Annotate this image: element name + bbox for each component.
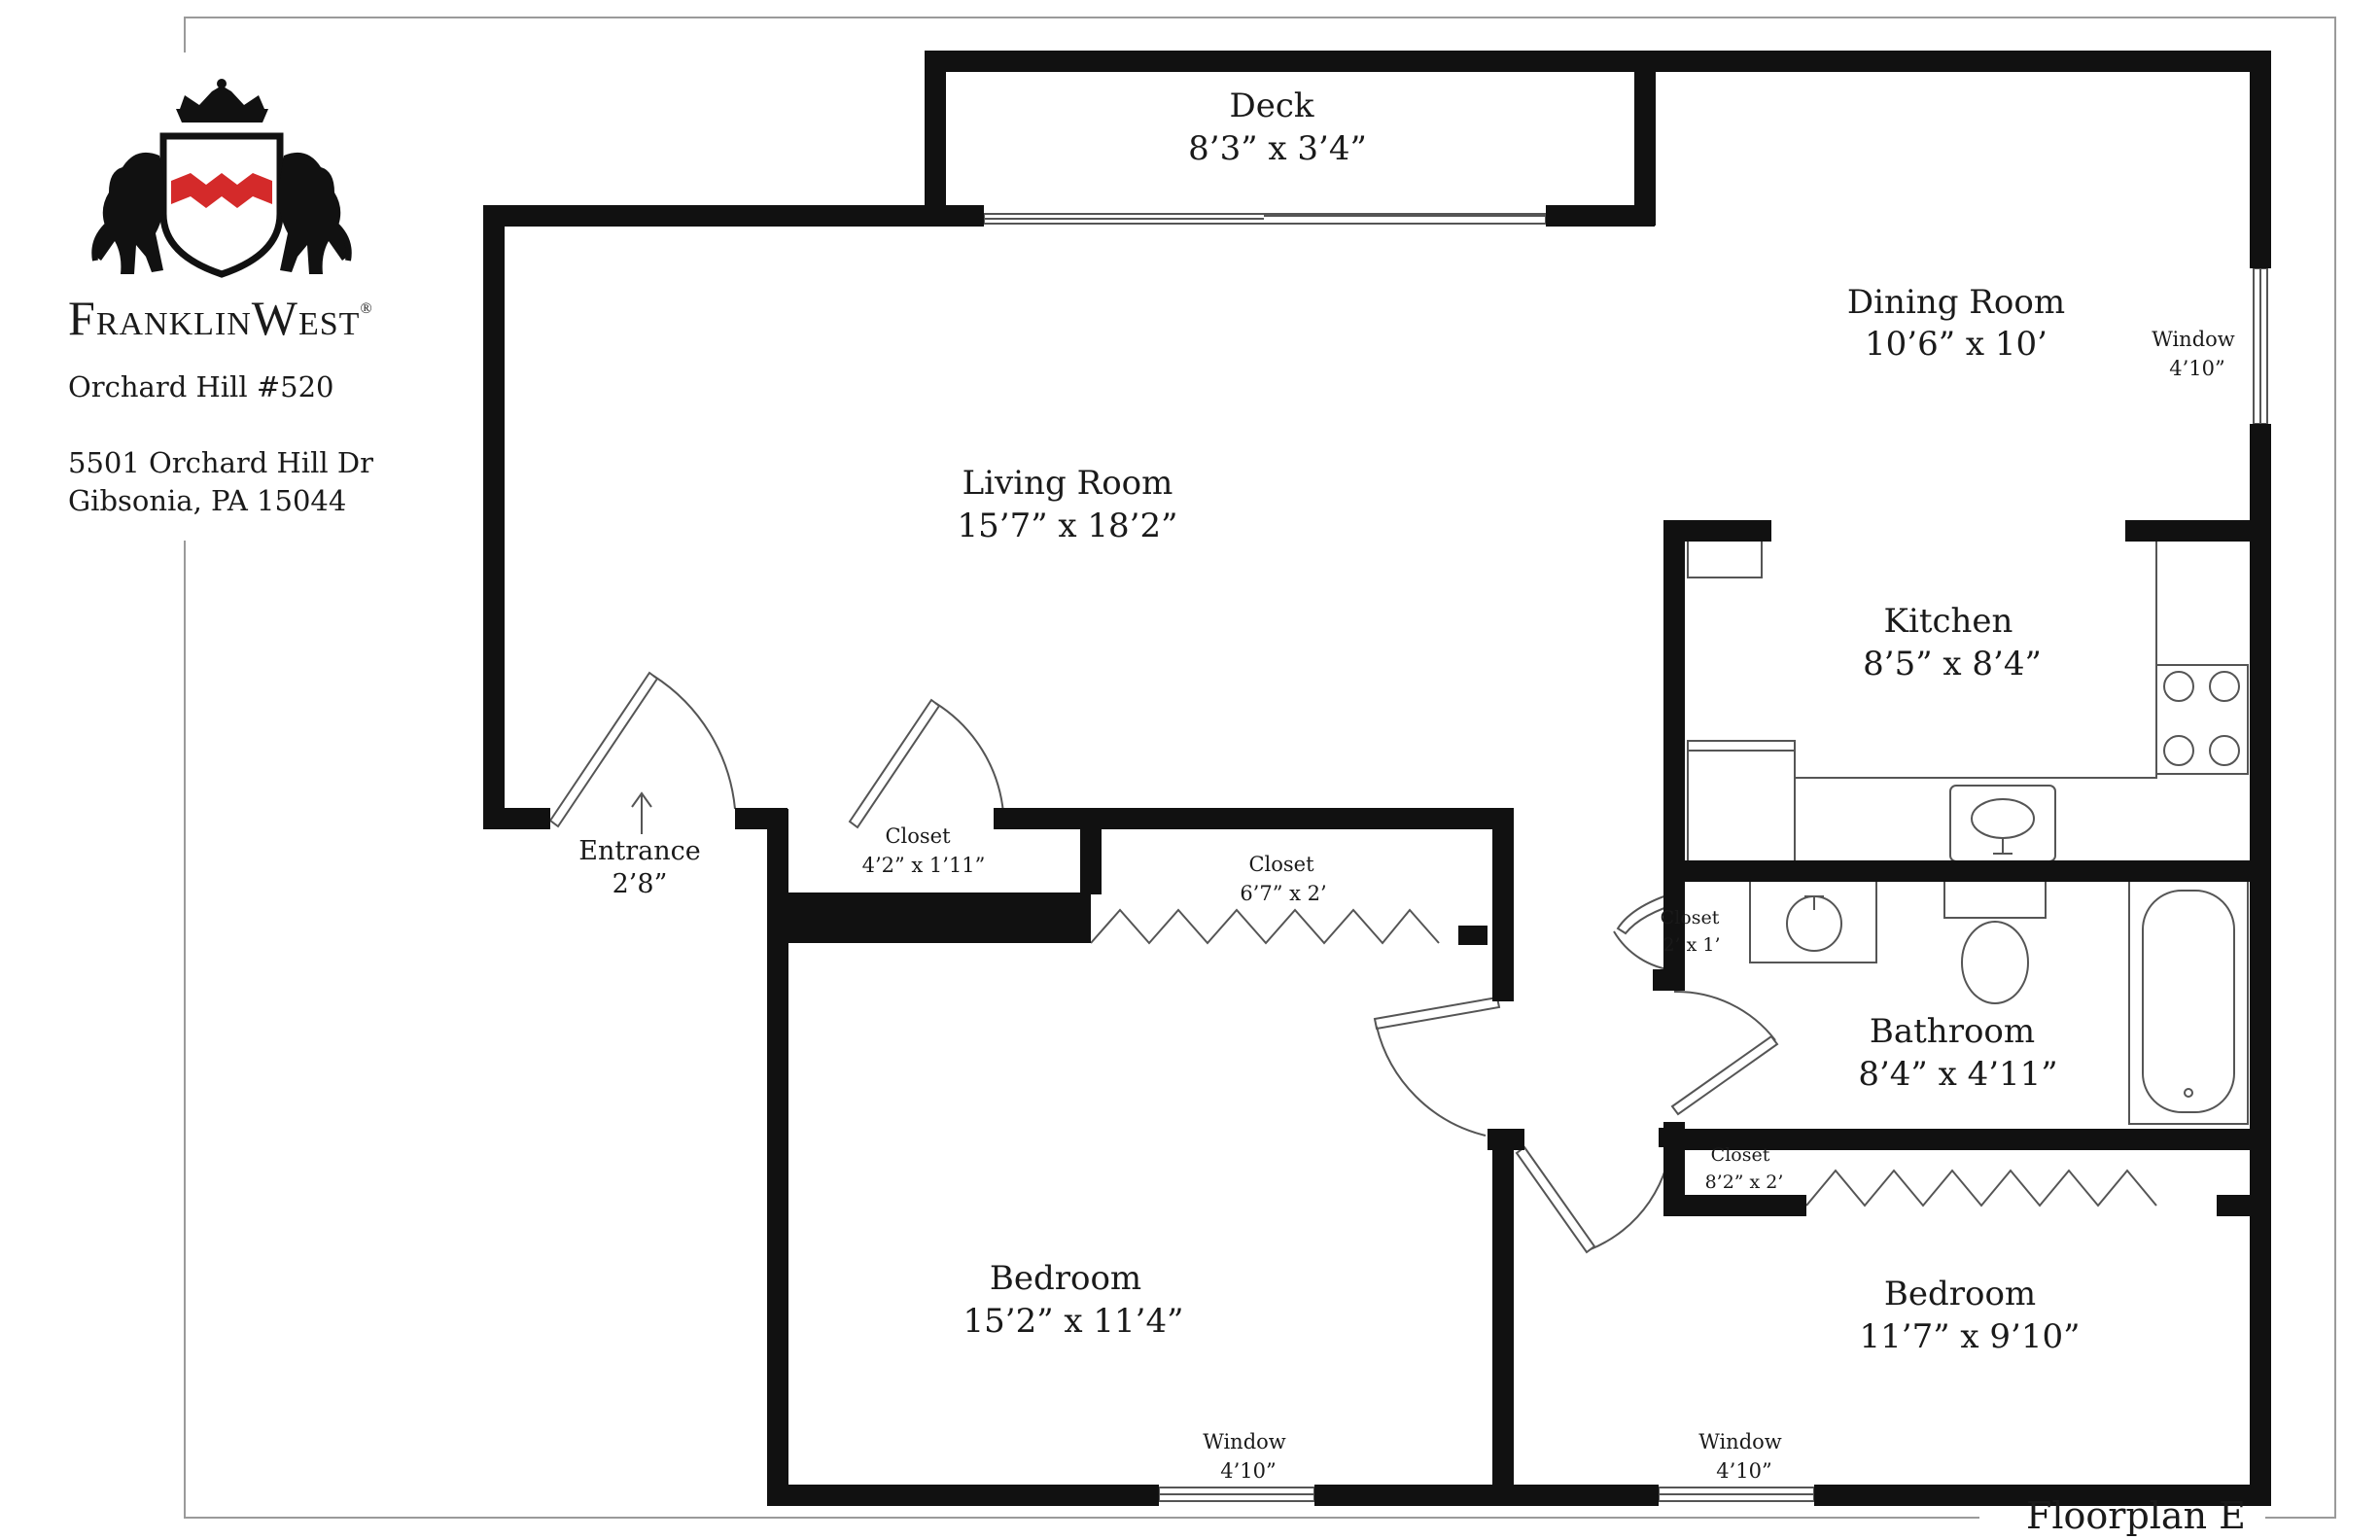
bedroom2-door xyxy=(1515,1145,1596,1254)
brand-initial-w: W xyxy=(252,291,298,345)
page-frame xyxy=(184,17,2336,1519)
hall-closet-size: 2’ x 1’ xyxy=(1662,934,1720,956)
bedroom2-closet-size: 8’2” x 2’ xyxy=(1705,1172,1784,1193)
entry-closet-label: Closet xyxy=(885,824,951,848)
entry-closet-size: 4’2” x 1’11” xyxy=(862,854,986,877)
toilet-tank xyxy=(1943,880,2047,919)
bedroom1-door xyxy=(1373,996,1501,1031)
window-bedroom2-size: 4’10” xyxy=(1716,1459,1772,1483)
brand-wordmark: FRANKLINWEST® xyxy=(68,291,373,345)
dining-room-label: Dining Room xyxy=(1847,283,2065,322)
kitchen-label: Kitchen xyxy=(1884,602,2013,641)
deck-size: 8’3” x 3’4” xyxy=(1188,129,1367,168)
bedroom2-closet-label: Closet xyxy=(1711,1144,1770,1166)
bedroom2-size: 11’7” x 9’10” xyxy=(1860,1317,2081,1356)
window-dining-label: Window xyxy=(2152,328,2235,351)
floorplan-title: Floorplan E xyxy=(2026,1494,2246,1537)
living-room-size: 15’7” x 18’2” xyxy=(958,507,1178,545)
walls xyxy=(483,51,2271,1506)
toilet-bowl xyxy=(1961,921,2029,1004)
burner xyxy=(2209,671,2240,702)
kitchen-counter xyxy=(1795,541,2157,779)
kitchen-wall xyxy=(1663,520,1771,982)
living-room-label: Living Room xyxy=(962,464,1173,503)
bathtub xyxy=(2128,878,2249,1125)
bedroom1-closet-label: Closet xyxy=(1248,853,1314,876)
entrance-size: 2’8” xyxy=(612,869,668,899)
hall-closet-label: Closet xyxy=(1661,907,1720,928)
bedroom1-label: Bedroom xyxy=(990,1259,1141,1298)
burner xyxy=(2209,735,2240,766)
dining-room-size: 10’6” x 10’ xyxy=(1865,325,2048,364)
brand-name-second: EST xyxy=(298,306,360,342)
deck-label: Deck xyxy=(1229,87,1313,125)
deck-wall xyxy=(925,51,1645,216)
registered-mark: ® xyxy=(360,300,372,317)
window-bedroom2-label: Window xyxy=(1698,1430,1782,1453)
kitchen-size: 8’5” x 8’4” xyxy=(1863,645,2042,683)
window-dining-size: 4’10” xyxy=(2169,357,2225,380)
brand-name-first: RANKLIN xyxy=(96,306,252,342)
bathroom-label: Bathroom xyxy=(1870,1012,2035,1051)
fixtures-and-doors xyxy=(548,213,2268,1502)
room-labels: Deck 8’3” x 3’4” Dining Room 10’6” x 10’… xyxy=(578,87,2235,1483)
crowned-shield-with-lions-icon xyxy=(91,79,352,278)
entry-closet-door xyxy=(848,698,941,829)
exterior-wall-north-east xyxy=(1634,51,2271,268)
exterior-wall-west xyxy=(483,205,984,829)
address-line-2: Gibsonia, PA 15044 xyxy=(68,484,346,517)
address-line-1: 5501 Orchard Hill Dr xyxy=(68,446,373,479)
window-bedroom1-label: Window xyxy=(1203,1430,1286,1453)
bathroom-size: 8’4” x 4’11” xyxy=(1858,1055,2057,1094)
entry-closet-wall xyxy=(1003,808,1102,894)
burner xyxy=(2163,671,2194,702)
bifold-door-bedroom2 xyxy=(1805,1169,2157,1208)
wall-stub xyxy=(1458,926,1488,945)
unit-name: Orchard Hill #520 xyxy=(68,370,333,403)
refrigerator xyxy=(1687,740,1796,864)
window-bedroom1-size: 4’10” xyxy=(1220,1459,1277,1483)
brand-initial-f: F xyxy=(68,291,96,345)
bedroom1-closet-size: 6’7” x 2’ xyxy=(1240,882,1326,905)
entrance-label: Entrance xyxy=(578,836,700,866)
bathroom-door xyxy=(1670,1034,1779,1116)
kitchen-upper-cabinet xyxy=(1687,540,1763,578)
bedroom2-label: Bedroom xyxy=(1884,1275,2036,1313)
stove xyxy=(2155,664,2249,775)
wall-block xyxy=(778,892,1091,943)
bedroom1-size: 15’2” x 11’4” xyxy=(963,1302,1184,1341)
entrance-door-swing xyxy=(652,675,736,810)
bifold-door-bedroom1 xyxy=(1090,908,1440,945)
wall-stub xyxy=(1659,1128,1674,1147)
burner xyxy=(2163,735,2194,766)
